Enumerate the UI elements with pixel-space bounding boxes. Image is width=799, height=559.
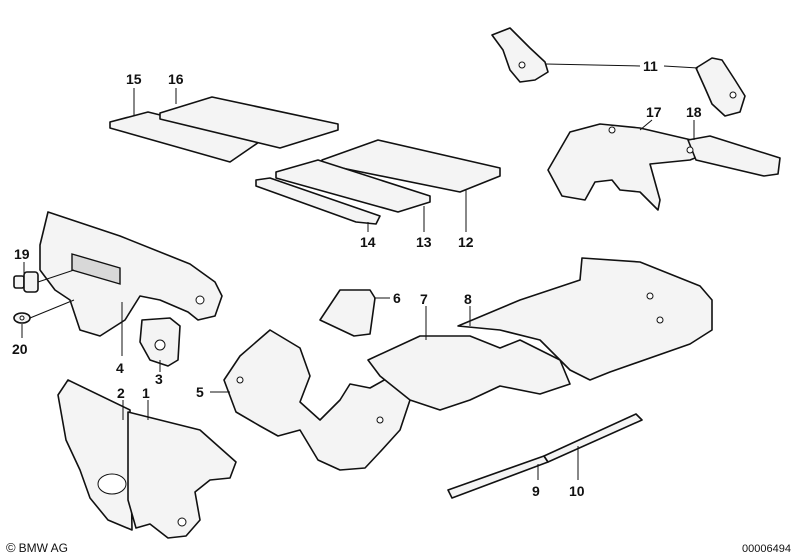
callout-1: 1 [142, 385, 150, 401]
leader-19b [37, 269, 75, 283]
callout-17: 17 [646, 104, 662, 120]
callout-5: 5 [196, 384, 204, 400]
callout-9: 9 [532, 483, 540, 499]
leader-17 [639, 119, 653, 131]
callout-15: 15 [126, 71, 142, 87]
callout-19: 19 [14, 246, 30, 262]
part-17-rear-insulation [547, 123, 711, 211]
callout-8: 8 [464, 291, 472, 307]
part-4-bulkhead-insulation [39, 211, 223, 337]
callout-11: 11 [643, 58, 658, 74]
part-14-strip [255, 177, 381, 225]
leader-11 [545, 63, 641, 67]
part-6-bracket [319, 289, 376, 337]
part-11-bracket-right [695, 57, 746, 117]
diagram-number: 00006494 [742, 543, 791, 555]
copyright-icon: © [6, 540, 16, 555]
brand-label: BMW AG [18, 540, 68, 555]
callout-10: 10 [569, 483, 585, 499]
part-3-bracket [139, 317, 181, 367]
part-16-panel [159, 96, 339, 149]
part-2-lower-bulkhead-left [57, 379, 133, 531]
part-11-bracket-left [491, 27, 549, 83]
leader-20b [29, 299, 75, 319]
callout-14: 14 [360, 234, 376, 250]
part-18-strip [686, 135, 781, 177]
callout-2: 2 [117, 385, 125, 401]
callout-13: 13 [416, 234, 432, 250]
part-10-sill-strip [543, 413, 643, 463]
callout-6: 6 [393, 290, 401, 306]
part-13-panel [275, 159, 431, 213]
part-8-floor-insulation-rear [457, 257, 713, 381]
part-5-tunnel-insulation [223, 329, 411, 471]
leader-11b [663, 65, 699, 69]
callout-12: 12 [458, 234, 474, 250]
part-20-washer [13, 312, 31, 324]
callout-20: 20 [12, 341, 28, 357]
part-7-floor-insulation-front [367, 335, 571, 411]
callout-3: 3 [155, 371, 163, 387]
callout-7: 7 [420, 291, 428, 307]
copyright-notice: © BMW AG [6, 540, 68, 555]
part-1-lower-bulkhead-right [127, 411, 237, 539]
callout-18: 18 [686, 104, 702, 120]
part-19-plug [13, 271, 39, 293]
part-15-panel [109, 111, 263, 163]
callout-16: 16 [168, 71, 184, 87]
callout-4: 4 [116, 360, 124, 376]
